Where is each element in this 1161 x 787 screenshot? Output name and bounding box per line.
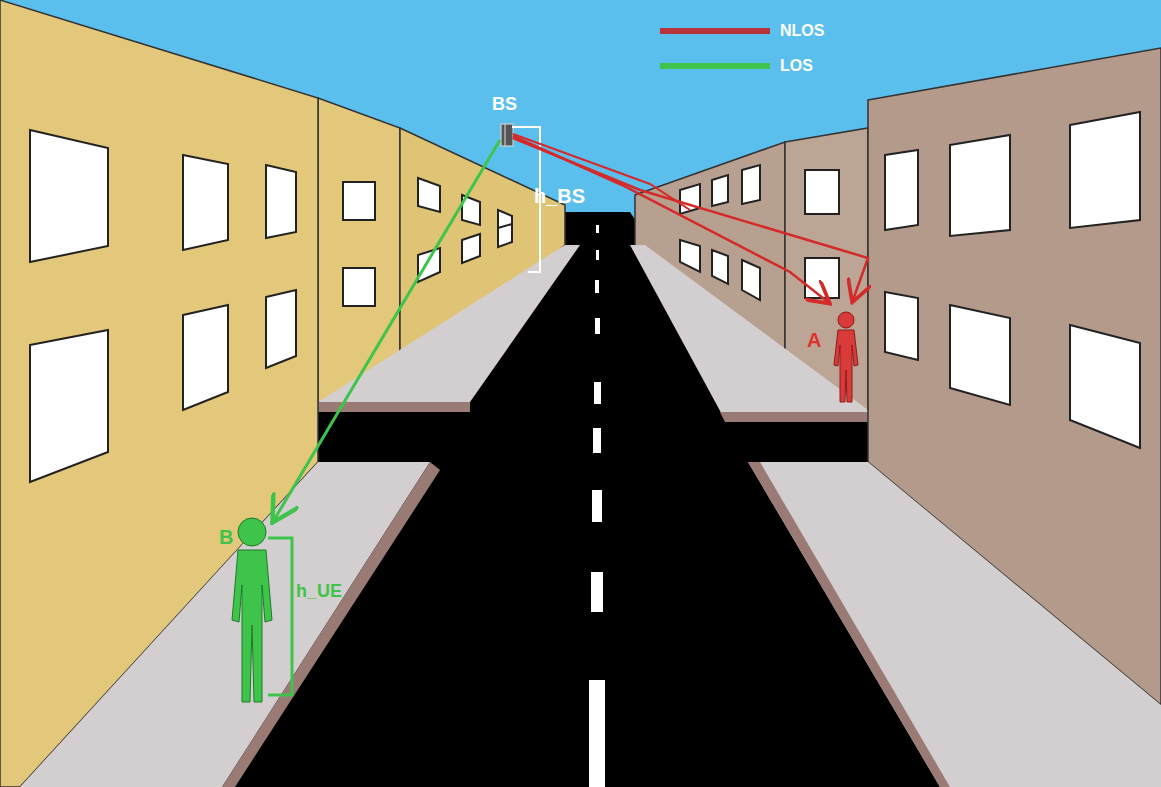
window xyxy=(885,150,918,230)
lane-dash xyxy=(592,490,602,522)
nlos-path xyxy=(513,138,868,300)
window xyxy=(30,130,108,262)
sidewalk xyxy=(748,462,1161,787)
window xyxy=(183,305,228,410)
lane-dash xyxy=(596,225,599,233)
curb xyxy=(222,462,440,787)
base-station xyxy=(501,124,513,146)
curb xyxy=(720,412,868,422)
lane-dash xyxy=(596,250,599,260)
window xyxy=(266,165,296,238)
window xyxy=(805,258,839,298)
lane-dash xyxy=(594,382,601,404)
lane-dash xyxy=(589,680,605,787)
window xyxy=(418,178,440,212)
figure-body xyxy=(232,550,272,702)
window xyxy=(712,175,728,206)
lane-dash xyxy=(595,280,599,293)
lane-dash xyxy=(593,428,601,453)
height-label: h_BS xyxy=(534,186,585,206)
legend-text: NLOS xyxy=(780,23,824,39)
window xyxy=(30,330,108,482)
window xyxy=(418,248,440,282)
window xyxy=(742,165,760,204)
nlos-path xyxy=(513,136,828,302)
lane-dash xyxy=(591,572,603,612)
legend-line xyxy=(660,63,770,69)
sidewalk xyxy=(20,462,430,787)
window xyxy=(343,268,375,306)
window xyxy=(712,250,728,284)
height-bracket xyxy=(268,538,292,695)
window xyxy=(885,292,918,360)
window xyxy=(680,240,700,272)
legend-line xyxy=(660,28,770,34)
user-figure xyxy=(232,518,272,702)
curb xyxy=(748,462,950,787)
nlos-path xyxy=(513,134,690,210)
window xyxy=(1070,325,1140,448)
legend-text: LOS xyxy=(780,58,813,74)
window xyxy=(343,182,375,220)
window xyxy=(950,305,1010,405)
window xyxy=(266,290,296,368)
user-label: A xyxy=(807,330,821,350)
figure-head xyxy=(238,518,266,546)
window xyxy=(462,234,480,263)
building xyxy=(318,98,400,402)
los-path xyxy=(274,140,500,520)
figure-body xyxy=(834,330,858,402)
windows xyxy=(30,112,1140,482)
sidewalk xyxy=(630,245,868,420)
window xyxy=(498,224,512,247)
user-label: B xyxy=(219,527,233,547)
window xyxy=(1070,112,1140,228)
window xyxy=(950,135,1010,236)
lane-markings xyxy=(589,225,605,787)
figure-head xyxy=(838,312,854,328)
window xyxy=(805,170,839,214)
window xyxy=(183,155,228,250)
user-figure xyxy=(834,312,858,402)
lane-dash xyxy=(595,318,600,334)
base-station-detail xyxy=(505,124,506,146)
height-label: h_UE xyxy=(296,582,342,600)
base-station-label: BS xyxy=(492,95,517,113)
window xyxy=(742,260,760,300)
